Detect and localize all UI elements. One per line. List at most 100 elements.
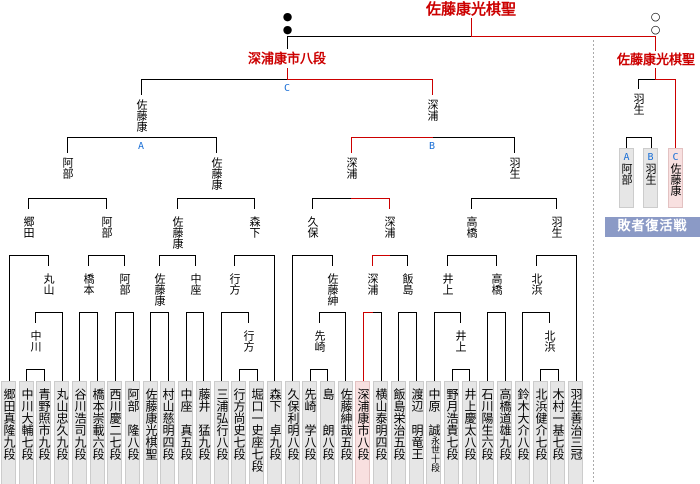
winner-label: 佐藤康 bbox=[171, 216, 184, 249]
player-rank: 九段 bbox=[55, 436, 69, 460]
player-box: 丸山忠久九段 bbox=[54, 381, 69, 484]
player-rank: 九段 bbox=[37, 436, 51, 460]
player-rank: 七段 bbox=[445, 436, 459, 460]
player-box: 青野照市九段 bbox=[36, 381, 51, 484]
player-name: 郷田真隆 bbox=[2, 388, 16, 436]
bracket-line bbox=[203, 312, 204, 382]
bracket-line bbox=[159, 255, 196, 256]
player-name: 橋本崇載 bbox=[91, 388, 105, 436]
losers-semifinal-line bbox=[626, 137, 652, 138]
winner-path-line bbox=[389, 198, 390, 209]
player-rank: 八段 bbox=[321, 436, 335, 460]
match-letter-b: B bbox=[428, 141, 436, 152]
bracket-line bbox=[48, 255, 49, 266]
player-box: 阿部 隆八段 bbox=[125, 381, 140, 484]
player-name: 野月浩貴 bbox=[445, 388, 459, 436]
bracket-line bbox=[234, 255, 275, 256]
player-name: 鈴木大介 bbox=[516, 388, 530, 436]
bracket-line bbox=[452, 369, 470, 370]
losers-final-line bbox=[638, 79, 656, 80]
bracket-line bbox=[221, 312, 249, 313]
bracket-line bbox=[471, 198, 557, 199]
bracket-line bbox=[124, 255, 125, 266]
bracket-line bbox=[496, 255, 497, 266]
player-rank: 七段 bbox=[20, 436, 34, 460]
bracket-line bbox=[416, 312, 417, 382]
bracket-line bbox=[434, 312, 435, 382]
player-name: 飯島栄治 bbox=[392, 388, 406, 436]
bracket-line bbox=[88, 255, 125, 256]
bracket-line bbox=[432, 137, 515, 138]
player-name: 島 朗 bbox=[321, 388, 335, 436]
player-rank: 九段 bbox=[268, 436, 282, 460]
winner-label: 深浦 bbox=[426, 99, 439, 121]
player-name: 中原 誠 bbox=[427, 388, 441, 436]
bracket-line bbox=[327, 369, 328, 382]
main-bracket-winner-label: 深浦康市八段 bbox=[247, 52, 326, 67]
bracket-line bbox=[626, 137, 627, 149]
player-rank: 八段 bbox=[215, 436, 229, 460]
bracket-line bbox=[372, 312, 382, 313]
player-box: 石川陽生六段 bbox=[479, 381, 494, 484]
finalist-left-score-marks: ●● bbox=[281, 10, 294, 36]
entrant-name: 佐藤康 bbox=[669, 163, 682, 196]
player-box: 森下 卓九段 bbox=[267, 381, 282, 484]
player-name: 井上慶太 bbox=[463, 388, 477, 436]
player-rank: 七段 bbox=[551, 436, 565, 460]
bracket-line bbox=[177, 198, 255, 199]
player-box: 島 朗八段 bbox=[320, 381, 335, 484]
bracket-line bbox=[332, 255, 333, 266]
losers-winner-stem bbox=[655, 68, 656, 80]
bracket-line bbox=[292, 255, 333, 256]
winner-label: 佐藤紳 bbox=[326, 273, 339, 306]
player-name: 三浦弘行 bbox=[215, 388, 229, 436]
winner-label: 中川 bbox=[29, 330, 42, 352]
bracket-line bbox=[522, 312, 550, 313]
winner-label: 阿部 bbox=[118, 273, 131, 295]
main-winner-stem bbox=[287, 68, 288, 80]
winner-label: 佐藤康 bbox=[210, 157, 223, 190]
final-line-right bbox=[471, 36, 656, 37]
player-name: 阿部 隆 bbox=[126, 388, 140, 436]
entrant-letter: C bbox=[672, 152, 679, 163]
bracket-line bbox=[234, 255, 235, 266]
winner-path-line bbox=[351, 137, 352, 153]
player-box: 三浦弘行八段 bbox=[214, 381, 229, 484]
winner-label: 森下 bbox=[248, 216, 261, 238]
winner-label: 阿部 bbox=[100, 216, 113, 238]
player-box: 村山慈明四段 bbox=[160, 381, 175, 484]
player-box: 深浦康市八段 bbox=[355, 381, 370, 484]
bracket-line bbox=[44, 369, 45, 382]
player-name: 高橋道雄 bbox=[498, 388, 512, 436]
player-box: 中座 真五段 bbox=[178, 381, 193, 484]
player-box: 中原 誠永世十段 bbox=[426, 381, 441, 484]
losers-entrant-b: B 羽生 bbox=[643, 148, 658, 208]
bracket-line bbox=[536, 255, 577, 256]
winner-path-line bbox=[363, 312, 364, 382]
player-name: 佐藤康光 bbox=[144, 388, 158, 436]
bracket-line bbox=[389, 255, 408, 256]
bracket-line bbox=[239, 369, 258, 370]
player-name: 中座 真 bbox=[179, 388, 193, 436]
player-box: 北浜健介七段 bbox=[533, 381, 548, 484]
bracket-line bbox=[398, 312, 417, 313]
match-letter-a: A bbox=[137, 141, 145, 152]
winner-path-line bbox=[372, 255, 373, 266]
bracket-line bbox=[536, 255, 537, 266]
player-name: 青野照市 bbox=[37, 388, 51, 436]
winner-label: 佐藤康 bbox=[135, 99, 148, 132]
player-rank: 四段 bbox=[374, 436, 388, 460]
bracket-line bbox=[514, 137, 515, 153]
player-rank: 七段 bbox=[250, 448, 264, 472]
bracket-line bbox=[469, 369, 470, 382]
winner-label: 高橋 bbox=[465, 216, 478, 238]
player-rank: 四段 bbox=[161, 436, 175, 460]
player-box: 野月浩貴七段 bbox=[444, 381, 459, 484]
bracket-line bbox=[26, 369, 45, 370]
bracket-line bbox=[133, 312, 134, 382]
winner-label: 行方 bbox=[242, 330, 255, 352]
player-rank: 永世十段 bbox=[429, 436, 439, 472]
player-rank: 九段 bbox=[197, 436, 211, 460]
player-rank: 九段 bbox=[498, 436, 512, 460]
